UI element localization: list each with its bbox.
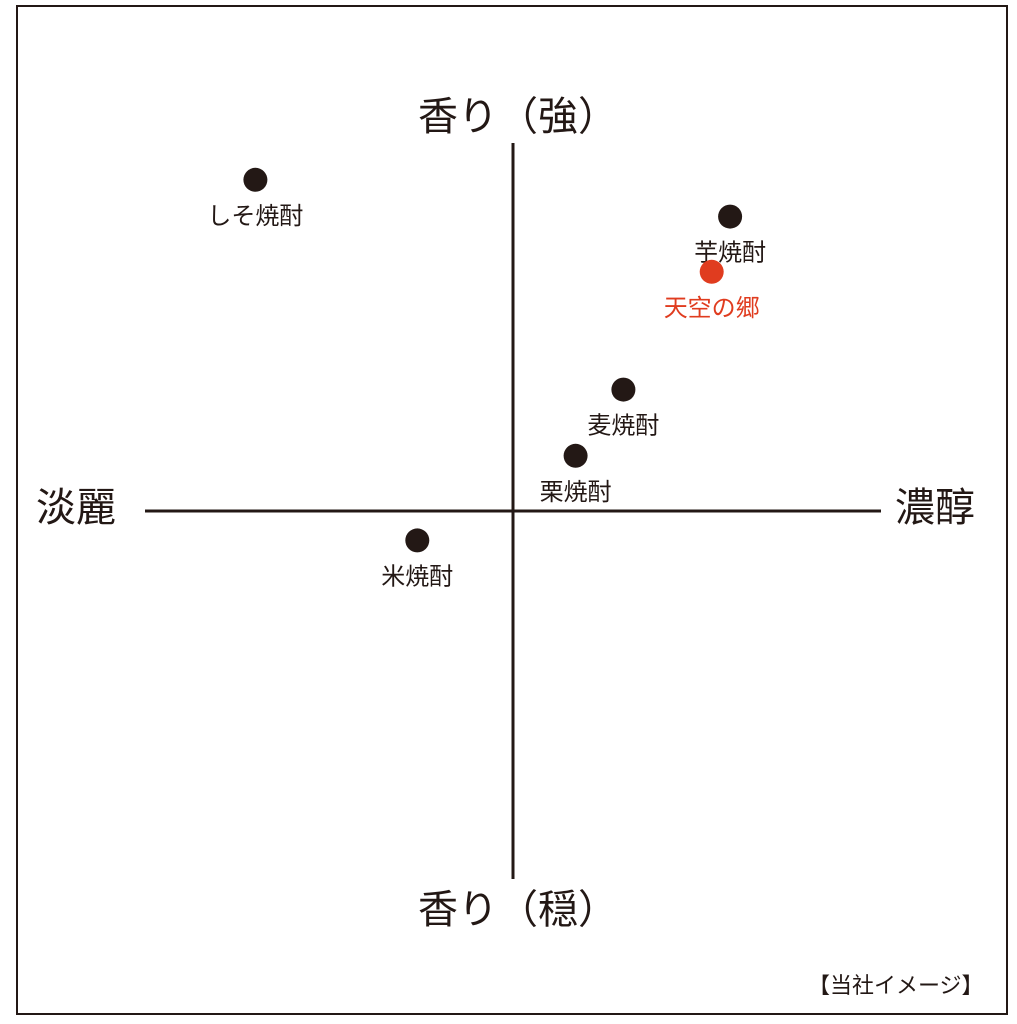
axis-label-right: 濃醇: [895, 485, 975, 531]
data-point-1: [718, 204, 743, 229]
axis-label-left: 淡麗: [36, 485, 116, 531]
data-point-label-5: 米焼酎: [381, 562, 453, 590]
data-point-label-3: 麦焼酎: [587, 412, 659, 440]
data-point-2: [699, 259, 724, 284]
data-point-label-0: しそ焼酎: [207, 202, 303, 230]
image-note: 【当社イメージ】: [808, 974, 984, 999]
data-point-3: [611, 377, 636, 402]
data-point-5: [405, 528, 430, 553]
data-point-0: [243, 167, 268, 192]
chart-frame: [16, 5, 1008, 1015]
axis-label-bottom: 香り（穏）: [418, 887, 618, 933]
data-point-label-4: 栗焼酎: [540, 478, 612, 506]
axis-label-top: 香り（強）: [418, 94, 618, 140]
data-point-label-2: 天空の郷: [664, 294, 760, 322]
data-point-4: [563, 443, 588, 468]
